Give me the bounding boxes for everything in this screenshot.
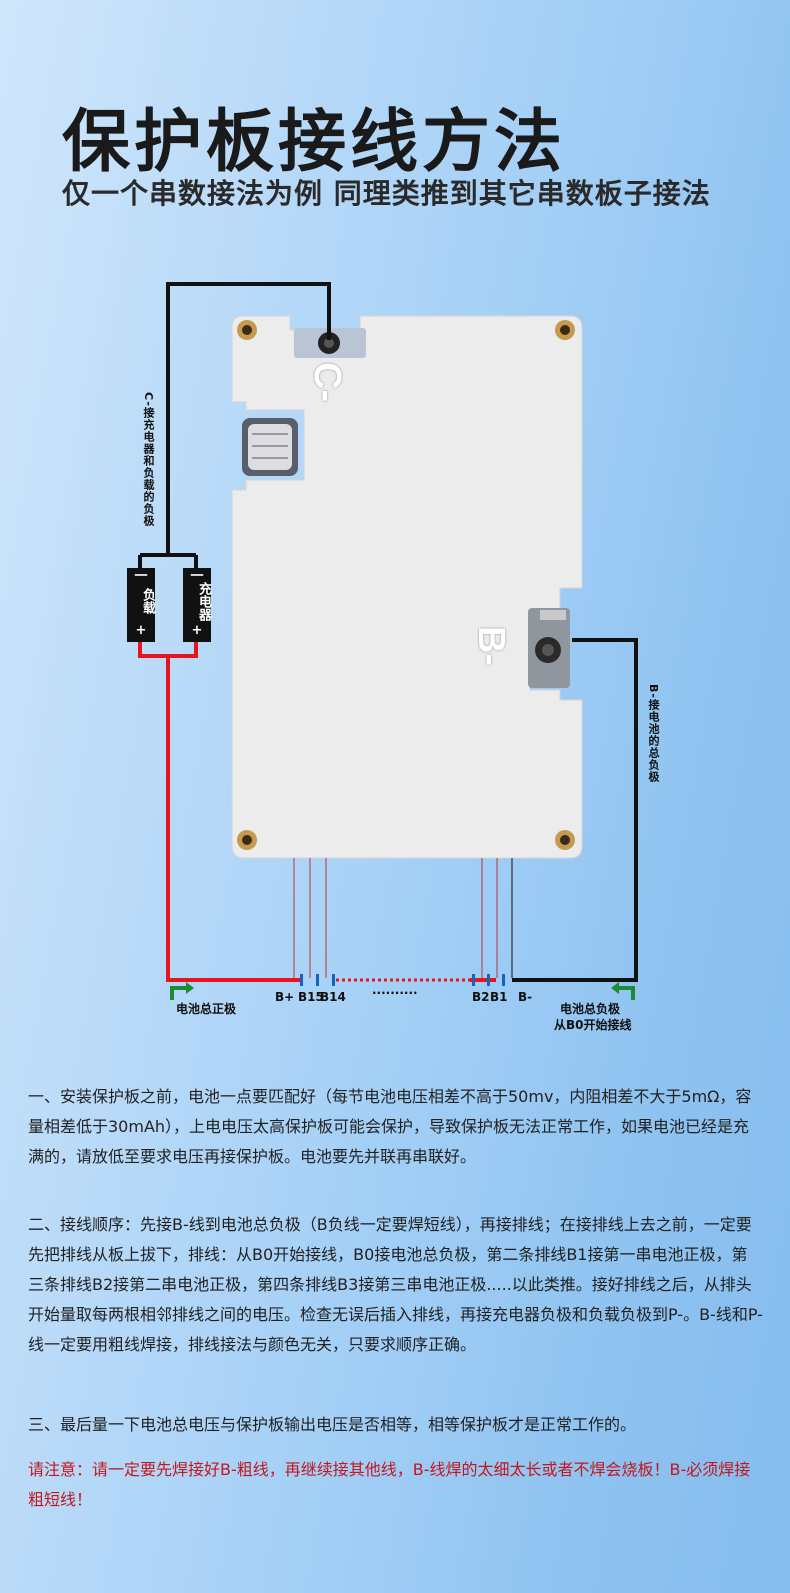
page-subtitle: 仅一个串数接法为例 同理类推到其它串数板子接法 xyxy=(62,177,711,210)
battery-negative-label: 电池总负极 xyxy=(560,1002,621,1016)
balance-wires xyxy=(293,858,498,978)
screw-hole xyxy=(237,320,257,340)
screw-hole xyxy=(555,320,575,340)
screw-hole xyxy=(555,830,575,850)
battery-positive-label: 电池总正极 xyxy=(176,1002,237,1016)
charger-minus: 一 xyxy=(190,569,204,584)
charger-plus: + xyxy=(191,623,203,638)
page-title: 保护板接线方法 xyxy=(62,103,567,182)
protection-board xyxy=(231,315,583,859)
pin-label-b1: B1 xyxy=(490,990,508,1004)
instruction-3: 三、最后量一下电池总电压与保护板输出电压是否相等，相等保护板才是正常工作的。 xyxy=(28,1415,637,1434)
warning-note: 请注意：请一定要先焊接好B-粗线，再继续接其他线，B-线焊的太细太长或者不焊会烧… xyxy=(28,1460,751,1509)
load-name: 负载 xyxy=(140,588,155,614)
balance-connector xyxy=(242,418,298,476)
load-box xyxy=(127,568,155,642)
pin-label-b14: B14 xyxy=(320,990,346,1004)
negative-arrow-icon xyxy=(619,986,635,1000)
b-minus-wire xyxy=(512,638,638,982)
charger-name: 充电器 xyxy=(196,582,211,621)
c-wire-label: C-接充电器和负载的负极 xyxy=(142,392,155,527)
instruction-2: 二、接线顺序：先接B-线到电池总负极（B负线一定要焊短线），再接排线；在接排线上… xyxy=(28,1215,763,1354)
instruction-1: 一、安装保护板之前，电池一点要匹配好（每节电池电压相差不高于50mv，内阻相差不… xyxy=(28,1087,752,1166)
c-minus-label: C- xyxy=(306,362,348,403)
positive-wire xyxy=(138,642,302,982)
pin-label-b2: B2 xyxy=(472,990,490,1004)
charger-box xyxy=(183,568,211,642)
load-minus: 一 xyxy=(134,569,148,584)
positive-arrow-icon xyxy=(170,986,186,1000)
load-plus: + xyxy=(135,623,147,638)
pin-label-bplus: B+ xyxy=(275,990,295,1004)
pin-markers xyxy=(300,974,505,986)
pin-label-bminus: B- xyxy=(518,990,533,1004)
c-minus-wire xyxy=(166,282,331,555)
b-wire-label: B-接电池的总负极 xyxy=(647,684,660,783)
battery-negative-sub: 从B0开始接线 xyxy=(554,1018,632,1032)
wiring-diagram xyxy=(127,282,638,1000)
screw-hole xyxy=(237,830,257,850)
pin-label-b15: B15 xyxy=(298,990,324,1004)
b-minus-label: B- xyxy=(470,626,512,667)
c-minus-pad xyxy=(294,328,366,358)
b-minus-pad xyxy=(528,608,570,688)
pin-label-ellipsis: ·········· xyxy=(372,986,418,1000)
